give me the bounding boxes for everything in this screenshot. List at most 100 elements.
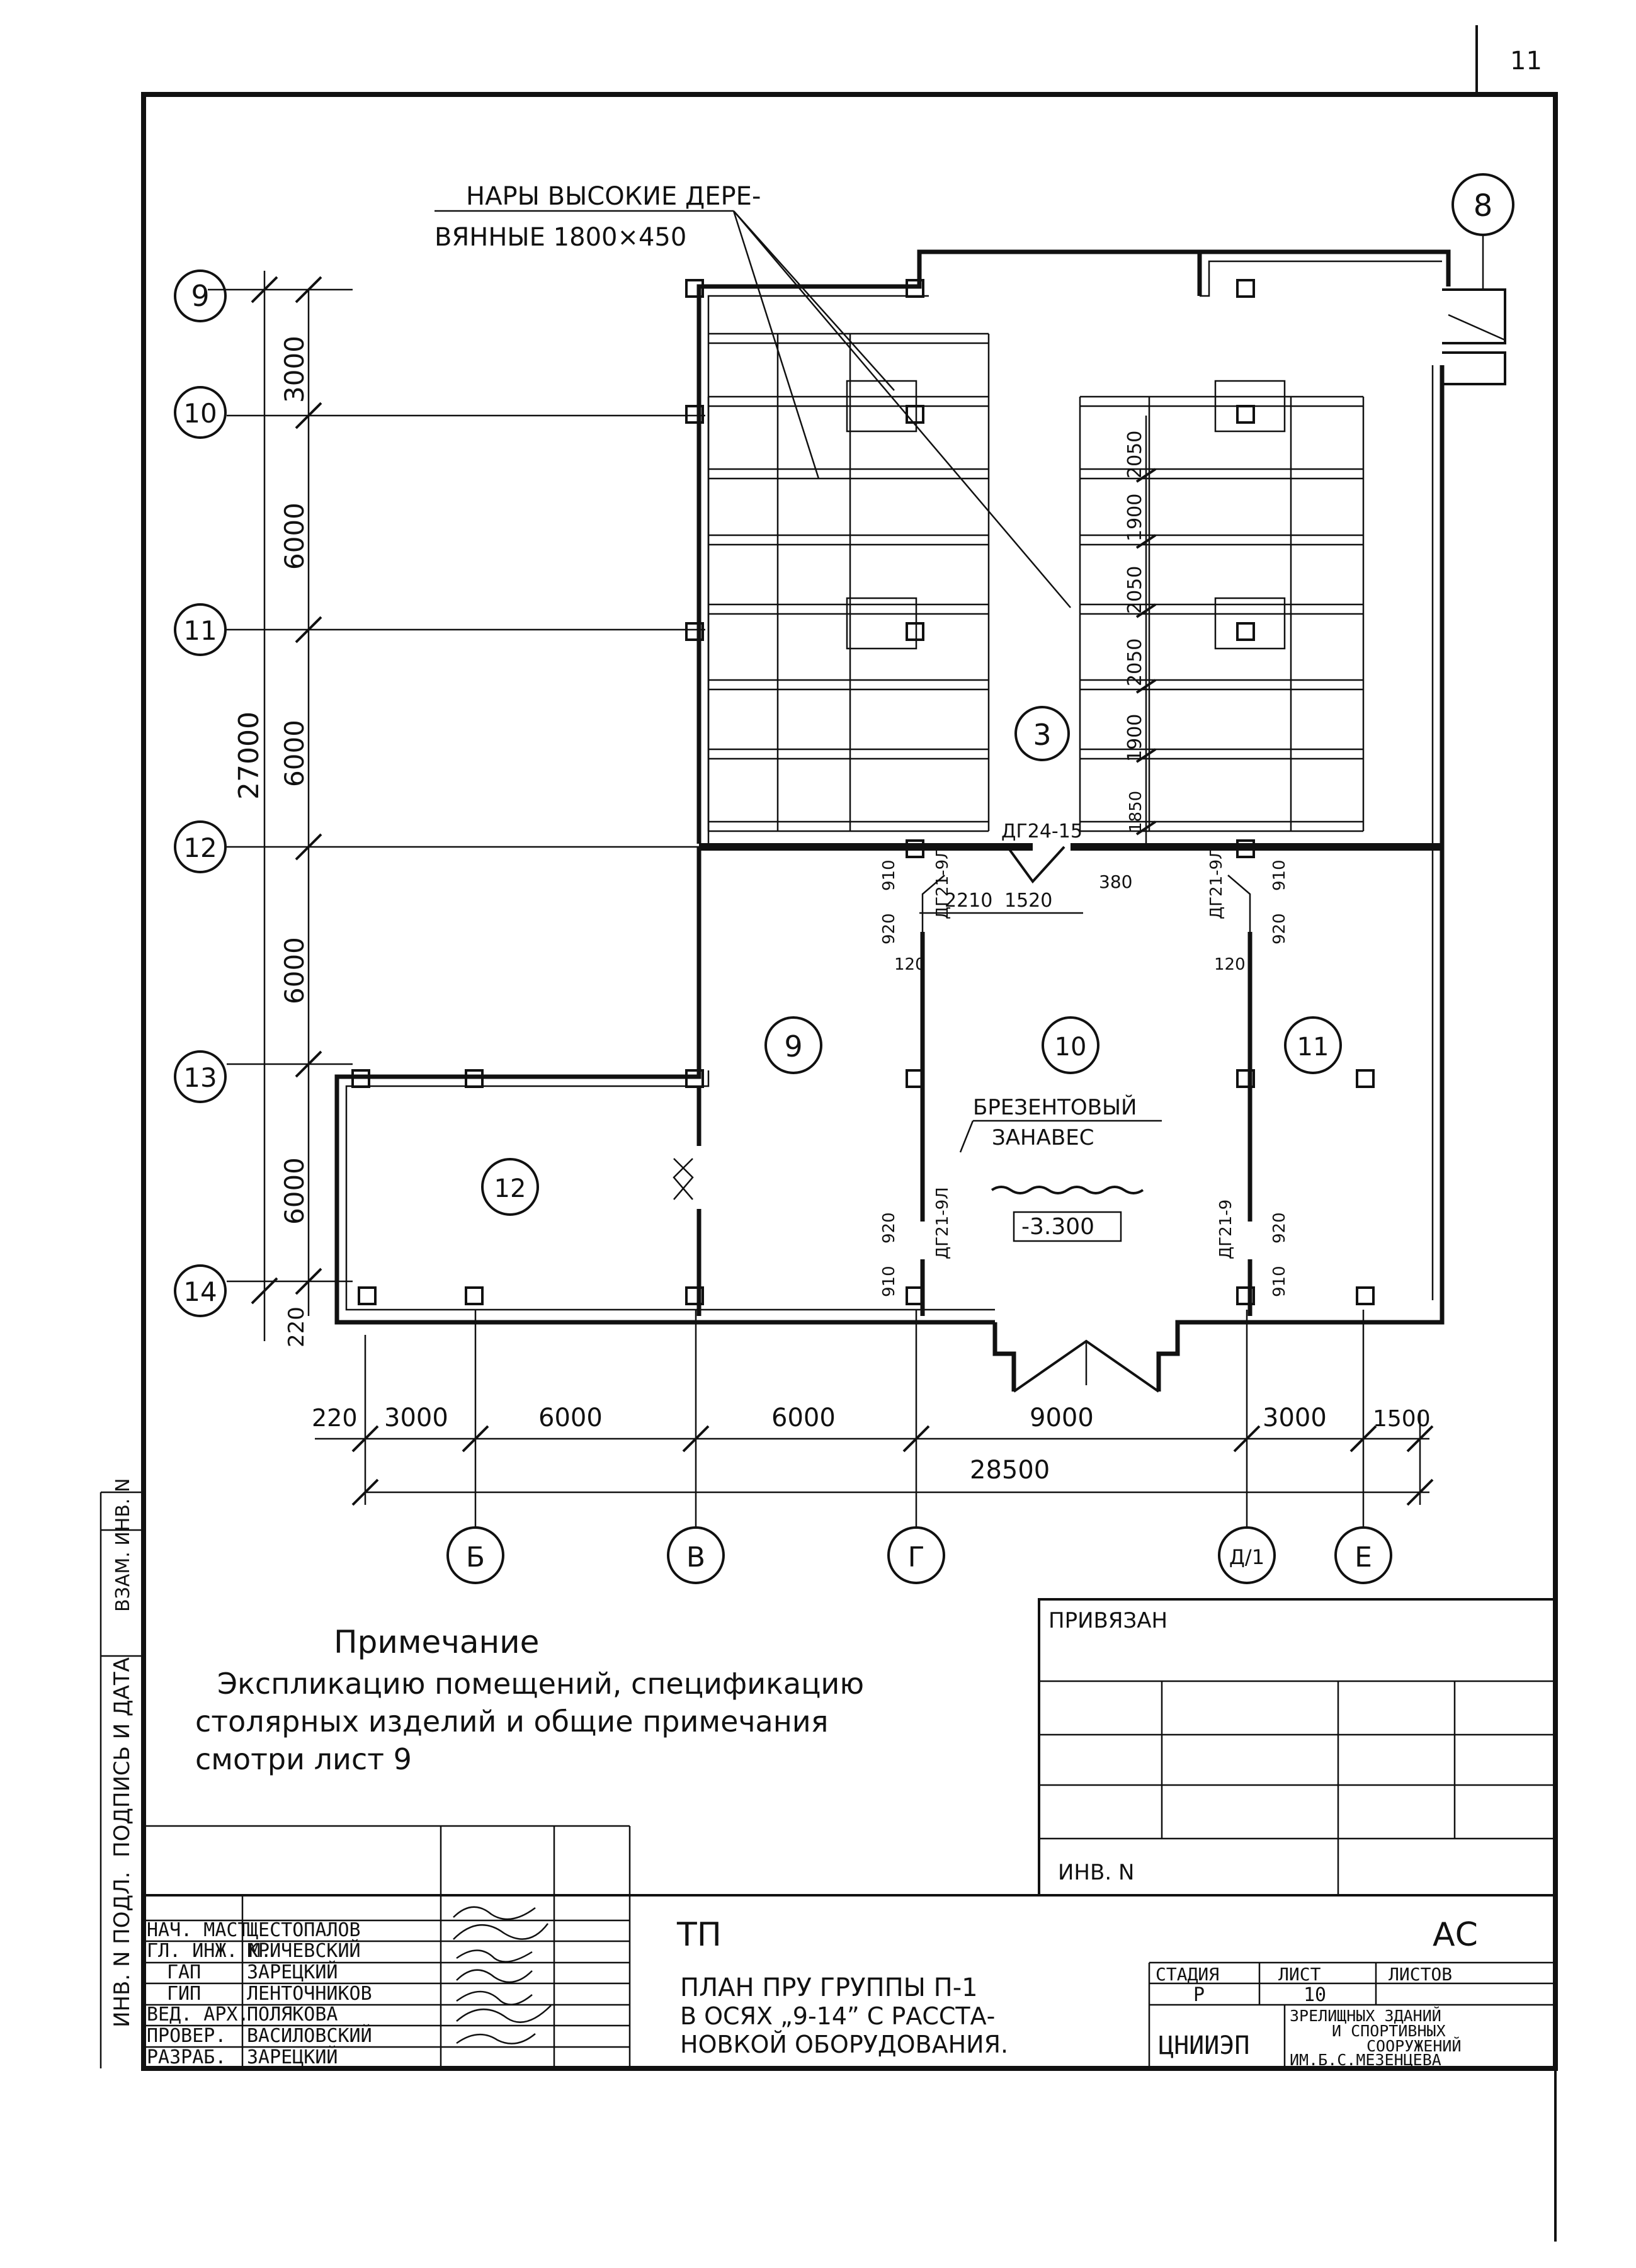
dim-1900-b: 1900: [1124, 714, 1146, 762]
dim-1900-a: 1900: [1124, 494, 1146, 541]
door-dg21-9l-c: ДГ21-9Л: [933, 1187, 952, 1259]
side-label-replace: ВЗАМ. ИНВ. N: [112, 1478, 134, 1612]
room-3-circle: [1014, 706, 1070, 761]
bottom-dimension-chain: [315, 1310, 1434, 1527]
org-line-3: СООРУЖЕНИЙ: [1366, 2037, 1462, 2055]
name-2: ЗАРЕЦКИЙ: [247, 1961, 338, 1983]
role-3: ГИП: [167, 1983, 201, 2005]
dim-920-c: 920: [880, 1212, 899, 1244]
note-title: Примечание: [334, 1624, 539, 1660]
left-dimension-chain: [208, 271, 705, 1341]
dim-120-b: 120: [1214, 955, 1246, 974]
binding-title: ПРИВЯЗАН: [1048, 1608, 1167, 1633]
columns: [351, 279, 1375, 1305]
dim-2210: 2210: [945, 890, 992, 912]
dim-380: 380: [1099, 871, 1132, 892]
dim-10-11: 6000: [279, 502, 310, 570]
door-dg21-9l-a: ДГ21-9Л: [933, 847, 952, 919]
doc-title-line-2: В ОСЯХ „9-14” С РАССТА-: [680, 2002, 995, 2030]
room-12-circle: [481, 1158, 539, 1216]
dim-bottom-3000-a: 3000: [384, 1403, 448, 1432]
axis-col-e: Е: [1355, 1541, 1372, 1573]
doc-mark: АС: [1433, 1916, 1478, 1954]
axis-row-9: 9: [191, 279, 209, 313]
value-sheet: 10: [1304, 1984, 1326, 2006]
level-mark-box: [1013, 1211, 1122, 1242]
dim-bottom-total: 28500: [970, 1456, 1050, 1485]
name-0: ЩЕСТОПАЛОВ: [247, 1919, 361, 1941]
door-dg21-9: ДГ21-9: [1217, 1199, 1236, 1259]
dim-bottom-6000-a: 6000: [538, 1403, 603, 1432]
dim-910-d: 910: [1270, 1266, 1289, 1297]
bunk-callout-line2: ВЯННЫЕ 1800×450: [435, 223, 686, 252]
dim-11-12: 6000: [279, 720, 310, 787]
sheet-frame: [99, 25, 1558, 2242]
curtain-symbol: [991, 1186, 1144, 1194]
row-axis-markers: [174, 269, 227, 1317]
building-walls: [334, 249, 1506, 1393]
dim-910-c: 910: [880, 1266, 899, 1297]
dim-bottom-3000-b: 3000: [1263, 1403, 1327, 1432]
bunk-callout-line1: НАРЫ ВЫСОКИЕ ДЕРЕ-: [466, 182, 761, 211]
title-block: [142, 1825, 1557, 2070]
side-label-sign: ПОДПИСЬ И ДАТА: [110, 1657, 135, 1857]
doc-title-line-3: НОВКОЙ ОБОРУДОВАНИЯ.: [680, 2031, 1008, 2058]
dim-920-d: 920: [1270, 1212, 1289, 1244]
bunks-right-block: [1079, 380, 1365, 832]
org-logo: ЦНИИЭП: [1159, 2031, 1250, 2060]
curtain-label-1: БРЕЗЕНТОВЫЙ: [973, 1094, 1137, 1120]
dim-bottom-6000-b: 6000: [771, 1403, 836, 1432]
name-1: КРИЧЕВСКИЙ: [247, 1939, 361, 1962]
dim-920-b: 920: [1270, 913, 1289, 944]
room-8-label: 8: [1474, 188, 1493, 224]
room-10-label: 10: [1055, 1033, 1087, 1062]
axis-row-13: 13: [183, 1062, 217, 1093]
room-11-circle: [1284, 1016, 1342, 1074]
role-0: НАЧ. МАСТ: [147, 1919, 249, 1941]
dim-2050-b: 2050: [1124, 566, 1146, 614]
axis-row-11: 11: [183, 615, 217, 646]
sheet-corner-mark: 11: [1510, 47, 1542, 76]
role-1: ГЛ. ИНЖ. М.: [147, 1940, 272, 1962]
role-5: ПРОВЕР.: [147, 2025, 226, 2047]
binding-inv: ИНВ. N: [1058, 1860, 1134, 1885]
dim-910-a: 910: [880, 859, 899, 891]
axis-row-12: 12: [183, 832, 217, 863]
room-11-label: 11: [1297, 1033, 1329, 1062]
dim-2050-c: 2050: [1124, 638, 1146, 686]
axis-row-14: 14: [183, 1276, 217, 1307]
bunk-callout-leaders: [435, 210, 1071, 608]
axis-col-v: В: [686, 1541, 705, 1573]
dim-120-a: 120: [894, 955, 926, 974]
role-4: ВЕД. АРХ.: [147, 2004, 249, 2026]
dim-920-a: 920: [880, 913, 899, 944]
dim-bottom-9000: 9000: [1030, 1403, 1094, 1432]
room-9-circle: [764, 1016, 822, 1074]
side-label-inv: ИНВ. N ПОДЛ.: [110, 1872, 135, 2027]
dim-bottom-1500: 1500: [1373, 1406, 1431, 1432]
binding-block: [1038, 1598, 1557, 1897]
door-dg24-15: ДГ24-15: [1001, 820, 1082, 842]
dim-910-b: 910: [1270, 859, 1289, 891]
dim-9-10: 3000: [279, 336, 310, 403]
name-4: ПОЛЯКОВА: [247, 2004, 338, 2026]
doc-code: ТП: [676, 1916, 722, 1954]
level-mark: -3.300: [1021, 1214, 1094, 1240]
doc-title-line-1: ПЛАН ПРУ ГРУППЫ П-1: [680, 1973, 978, 2002]
bunks-left-block: [707, 332, 990, 832]
dim-1850: 1850: [1127, 791, 1145, 832]
header-stage: СТАДИЯ: [1156, 1964, 1219, 1985]
interior-dim-chain: [1135, 416, 1157, 847]
room-12-label: 12: [494, 1174, 526, 1203]
name-5: ВАСИЛОВСКИЙ: [247, 2024, 372, 2047]
dim-bottom-220: 220: [284, 1307, 309, 1347]
name-3: ЛЕНТОЧНИКОВ: [247, 1983, 372, 2005]
org-line-2: И СПОРТИВНЫХ: [1332, 2022, 1446, 2040]
axis-col-g: Г: [908, 1541, 925, 1573]
axis-col-d1: Д/1: [1229, 1545, 1264, 1569]
dim-total-vertical: 27000: [233, 712, 265, 800]
dim-bottom-220: 220: [312, 1404, 358, 1432]
column-axis-markers: [446, 1526, 1392, 1584]
room-10-circle: [1042, 1016, 1099, 1074]
room-3-label: 3: [1033, 718, 1051, 752]
